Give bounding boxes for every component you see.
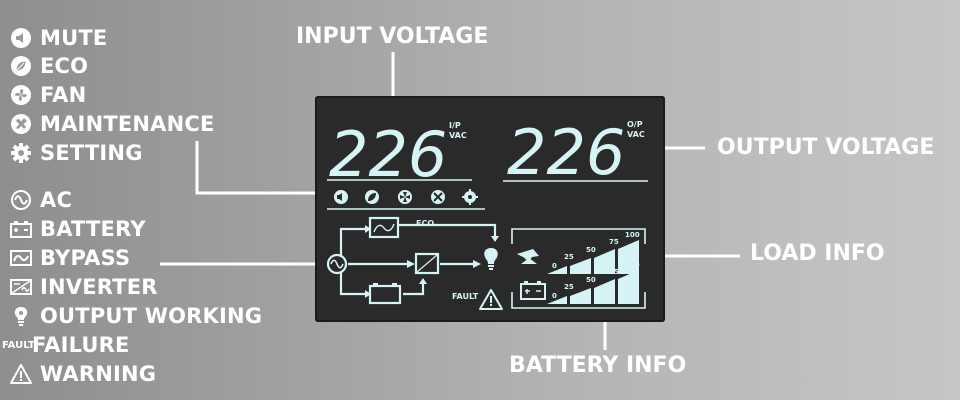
input-unit-top: I/P — [449, 121, 461, 130]
legend-item-setting: SETTING — [10, 139, 143, 167]
battery-info-block: 0 25 50 75 100 — [511, 261, 646, 309]
lcd-bulb-icon — [484, 248, 498, 270]
legend-item-output-working: OUTPUT WORKING — [10, 302, 262, 330]
fault-label: FAULT — [452, 292, 479, 301]
battery-tick-100: 100 — [625, 261, 640, 269]
callout-load-info: LOAD INFO — [750, 241, 885, 266]
load-tick-100: 100 — [625, 231, 640, 239]
ac-wave-icon — [10, 189, 32, 211]
lcd-battery-icon — [368, 284, 402, 305]
battery-tick-25: 25 — [564, 283, 574, 291]
legend-item-mute: MUTE — [10, 24, 107, 52]
input-unit-bottom: VAC — [449, 131, 467, 140]
output-unit-top: O/P — [627, 120, 643, 129]
lcd-bypass-icon — [368, 216, 400, 239]
output-unit-bottom: VAC — [627, 130, 645, 139]
battery-bars — [547, 270, 639, 304]
icon-legend: MUTE ECO FAN MAINTENANCE SETTING AC B — [2, 0, 310, 400]
legend-item-inverter: INVERTER — [10, 273, 158, 301]
callout-battery-info: BATTERY INFO — [509, 353, 687, 378]
battery-tick-0: 0 — [552, 292, 557, 300]
callout-input-voltage: INPUT VOLTAGE — [296, 24, 489, 49]
lcd-setting-icon — [462, 189, 478, 205]
battery-tick-75: 75 — [609, 268, 619, 276]
legend-label: MUTE — [40, 26, 108, 50]
load-tick-75: 75 — [609, 238, 619, 246]
lcd-display: 226 I/P VAC 226 O/P VAC — [326, 116, 648, 310]
legend-label: BYPASS — [40, 246, 131, 270]
lcd-inverter-icon — [414, 252, 440, 275]
load-info-block: 0 25 50 75 100 — [511, 228, 646, 274]
warning-icon — [10, 363, 32, 385]
lcd-ac-icon — [326, 253, 348, 275]
lcd-battery-level-icon — [520, 281, 546, 300]
legend-item-warning: WARNING — [10, 360, 156, 388]
lcd-fan-icon — [398, 190, 412, 204]
legend-label: BATTERY — [40, 217, 146, 241]
legend-label: MAINTENANCE — [40, 112, 215, 136]
lcd-maintenance-icon — [431, 190, 445, 204]
fault-text-icon: FAULT — [2, 339, 35, 351]
battery-tick-50: 50 — [586, 276, 596, 284]
legend-item-battery: BATTERY — [10, 215, 146, 243]
input-voltage-value: 226 — [329, 118, 447, 191]
legend-item-eco: ECO — [10, 52, 88, 80]
load-tick-50: 50 — [586, 246, 596, 254]
legend-item-bypass: BYPASS — [10, 244, 130, 272]
eco-label: ECO — [416, 219, 434, 228]
legend-item-ac: AC — [10, 186, 72, 214]
lcd-mute-icon — [334, 190, 348, 204]
gear-icon — [10, 142, 32, 164]
inverter-icon — [10, 276, 32, 298]
lcd-eco-icon — [365, 190, 379, 204]
lcd-load-icon — [517, 249, 539, 264]
maintenance-icon — [10, 113, 32, 135]
legend-item-failure: FAULT FAILURE — [2, 331, 130, 359]
mute-icon — [10, 27, 32, 49]
legend-item-maintenance: MAINTENANCE — [10, 110, 215, 138]
bulb-icon — [10, 305, 32, 327]
eco-leaf-icon — [10, 55, 32, 77]
legend-label: AC — [40, 188, 73, 212]
load-tick-25: 25 — [564, 253, 574, 261]
status-icon-row — [334, 189, 478, 205]
fan-icon — [10, 84, 32, 106]
legend-label: SETTING — [40, 141, 143, 165]
legend-label: INVERTER — [40, 275, 158, 299]
callout-output-voltage: OUTPUT VOLTAGE — [717, 135, 935, 160]
legend-label: FAILURE — [32, 333, 130, 357]
legend-item-fan: FAN — [10, 81, 86, 109]
power-flow-diagram — [326, 216, 497, 305]
legend-label: OUTPUT WORKING — [40, 304, 263, 328]
load-bars — [547, 240, 639, 274]
lcd-warning-icon — [479, 289, 503, 310]
bypass-icon — [10, 247, 32, 269]
output-voltage-value: 226 — [507, 116, 625, 189]
legend-label: ECO — [40, 54, 89, 78]
legend-label: WARNING — [40, 362, 157, 386]
legend-label: FAN — [40, 83, 87, 107]
battery-icon — [10, 218, 32, 240]
load-tick-0: 0 — [552, 262, 557, 270]
